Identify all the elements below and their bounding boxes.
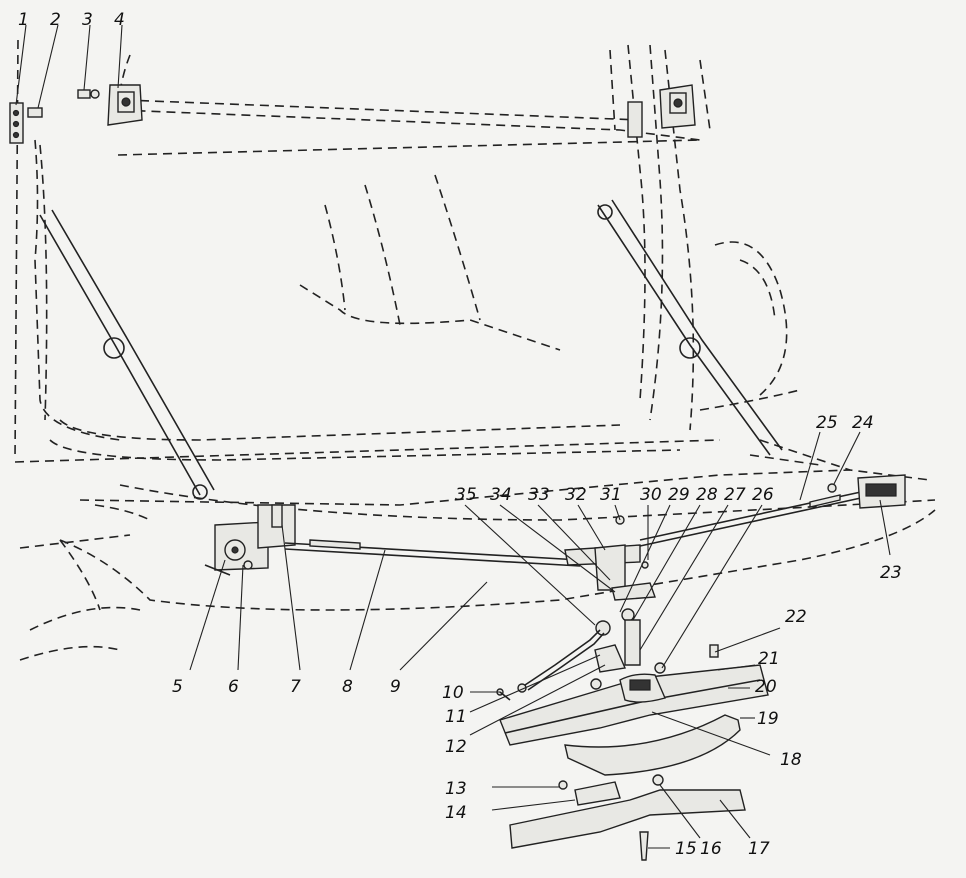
callout-4: 4 — [114, 10, 125, 30]
callout-6: 6 — [228, 677, 239, 697]
callout-14: 14 — [445, 803, 467, 823]
callout-33: 33 — [528, 485, 550, 505]
callout-9: 9 — [390, 677, 401, 697]
handle-assembly — [496, 644, 769, 861]
callout-3: 3 — [82, 10, 93, 30]
callout-10: 10 — [442, 683, 464, 703]
callout-22: 22 — [785, 607, 807, 627]
callout-13: 13 — [445, 779, 467, 799]
right-latch — [827, 474, 906, 509]
callout-29: 29 — [668, 485, 690, 505]
body-outline — [14, 39, 936, 661]
callout-1: 1 — [18, 10, 29, 30]
leader-lines — [15, 24, 891, 849]
callout-11: 11 — [445, 707, 467, 727]
callout-labels: 1 2 3 4 5 6 7 8 9 10 11 12 13 14 15 16 1… — [18, 10, 902, 859]
callout-35: 35 — [455, 485, 477, 505]
callout-23: 23 — [880, 563, 902, 583]
callout-8: 8 — [342, 677, 353, 697]
callout-15: 15 — [675, 839, 697, 859]
callout-7: 7 — [290, 677, 301, 697]
callout-32: 32 — [565, 485, 587, 505]
left-strut — [39, 209, 215, 500]
callout-27: 27 — [724, 485, 746, 505]
callout-17: 17 — [748, 839, 770, 859]
callout-25: 25 — [816, 413, 838, 433]
callout-18: 18 — [780, 750, 802, 770]
callout-24: 24 — [852, 413, 874, 433]
callout-20: 20 — [755, 677, 777, 697]
right-strut — [597, 199, 783, 456]
hinge-left — [9, 84, 143, 144]
left-lock-bracket — [204, 504, 296, 576]
callout-28: 28 — [696, 485, 718, 505]
hinge-right — [627, 84, 696, 138]
callout-26: 26 — [752, 485, 774, 505]
callout-16: 16 — [700, 839, 722, 859]
callout-2: 2 — [50, 10, 61, 30]
callout-31: 31 — [600, 485, 622, 505]
callout-30: 30 — [640, 485, 662, 505]
callout-19: 19 — [757, 709, 779, 729]
callout-5: 5 — [172, 677, 183, 697]
callout-12: 12 — [445, 737, 467, 757]
callout-21: 21 — [758, 649, 780, 669]
connecting-rods — [284, 489, 871, 567]
callout-34: 34 — [490, 485, 512, 505]
